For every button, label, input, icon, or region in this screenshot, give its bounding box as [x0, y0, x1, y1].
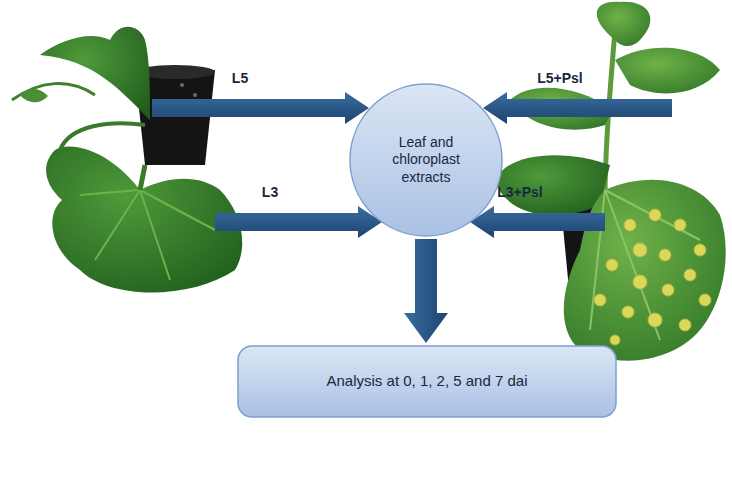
healthy-plant — [12, 27, 242, 293]
extract-circle: Leaf and chloroplast extracts — [349, 83, 503, 237]
arrow-label: L5 — [232, 70, 248, 86]
node-text: Analysis at 0, 1, 2, 5 and 7 dai — [327, 372, 528, 391]
analysis-box: Analysis at 0, 1, 2, 5 and 7 dai — [237, 345, 617, 418]
block-arrow — [404, 239, 448, 343]
infected-plant — [495, 2, 726, 361]
arrow-label: L5+Psl — [537, 70, 583, 86]
arrow-label: L3+Psl — [497, 184, 543, 200]
arrow-label: L3 — [262, 184, 278, 200]
node-text: Leaf and chloroplast extracts — [375, 134, 477, 187]
